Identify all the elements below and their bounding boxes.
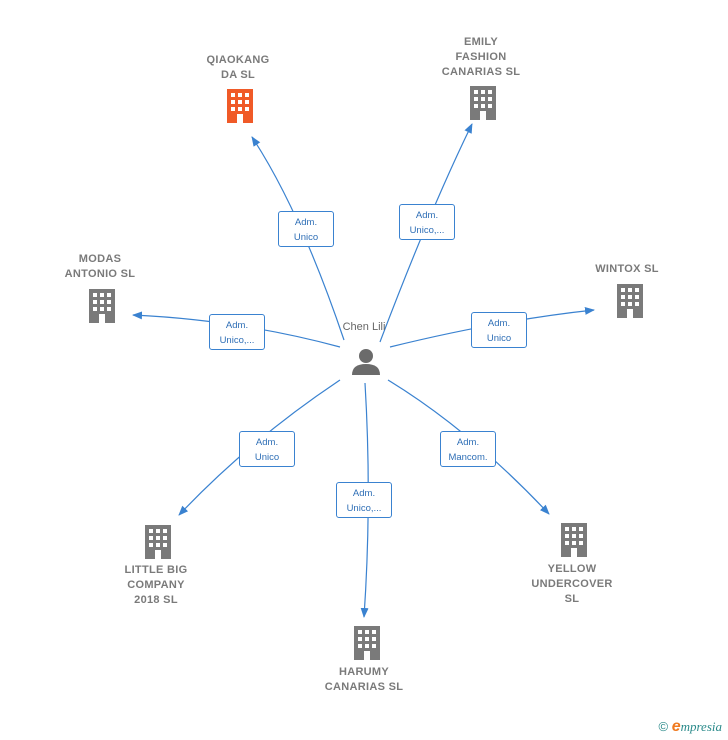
brand-logo: © empresia <box>658 718 722 736</box>
company-name-harumy[interactable]: HARUMY CANARIAS SL <box>324 666 404 693</box>
edge-role-label-emily[interactable]: Adm. Unico,... <box>399 204 455 240</box>
company-name-yellow[interactable]: YELLOW UNDERCOVER SL <box>531 563 613 605</box>
building-icon-harumy[interactable] <box>354 626 380 660</box>
edge-role-label-harumy[interactable]: Adm. Unico,... <box>336 482 392 518</box>
person-icon <box>352 349 380 375</box>
company-name-modas[interactable]: MODAS ANTONIO SL <box>64 253 136 280</box>
building-icon-modas[interactable] <box>89 289 115 323</box>
edge-role-label-littlebig[interactable]: Adm. Unico <box>239 431 295 467</box>
building-icon-emily[interactable] <box>470 86 496 120</box>
brand-initial: e <box>671 718 681 735</box>
company-name-emily[interactable]: EMILY FASHION CANARIAS SL <box>441 36 521 78</box>
edge-role-label-yellow[interactable]: Adm. Mancom. <box>440 431 496 467</box>
company-name-wintox[interactable]: WINTOX SL <box>595 263 659 275</box>
building-icon-littlebig[interactable] <box>145 525 171 559</box>
copyright-symbol: © <box>658 719 669 734</box>
edge-role-label-wintox[interactable]: Adm. Unico <box>471 312 527 348</box>
edge-role-label-qiaokang[interactable]: Adm. Unico <box>278 211 334 247</box>
center-person[interactable] <box>352 349 380 375</box>
edge-role-label-modas[interactable]: Adm. Unico,... <box>209 314 265 350</box>
company-name-littlebig[interactable]: LITTLE BIG COMPANY 2018 SL <box>124 564 188 606</box>
company-name-qiaokang[interactable]: QIAOKANG DA SL <box>206 54 270 81</box>
brand-name: mpresia <box>680 719 722 734</box>
building-icon-qiaokang[interactable] <box>227 89 253 123</box>
center-person-name: Chen Lili <box>342 321 386 333</box>
building-icon-yellow[interactable] <box>561 523 587 557</box>
building-icon-wintox[interactable] <box>617 284 643 318</box>
